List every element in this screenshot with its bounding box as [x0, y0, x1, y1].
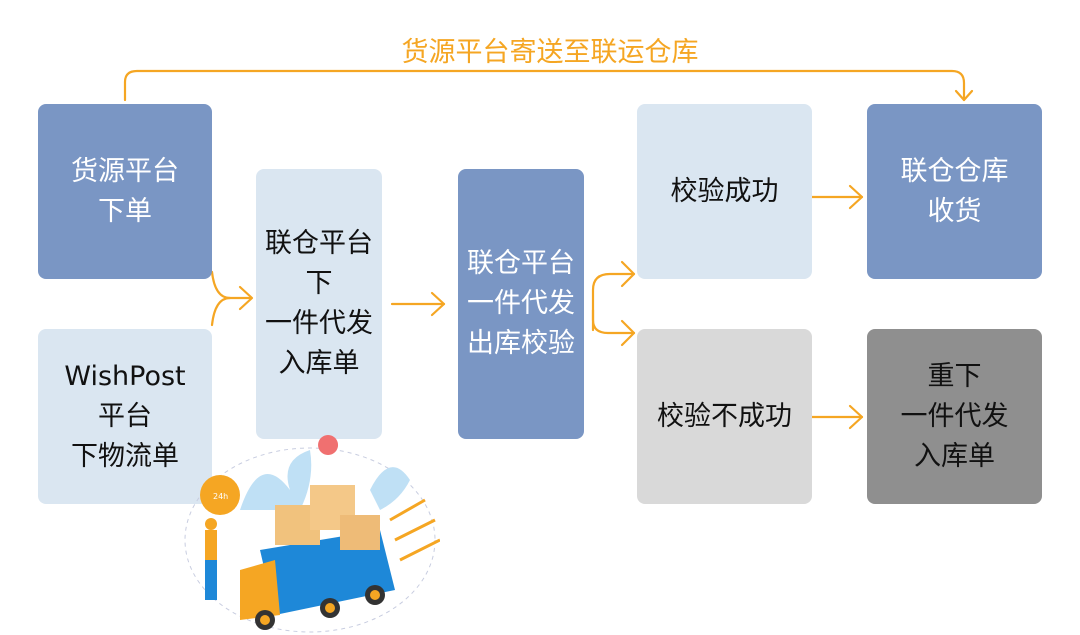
- node-inbound-order: 联仓平台 下 一件代发 入库单: [256, 169, 382, 439]
- node-reorder: 重下 一件代发 入库单: [867, 329, 1042, 504]
- delivery-truck-illustration-icon: 24h: [184, 435, 440, 633]
- node-label: 联仓平台 一件代发 出库校验: [467, 248, 575, 359]
- node-warehouse-receive: 联仓仓库 收货: [867, 104, 1042, 279]
- node-wishpost-order: WishPost 平台 下物流单: [38, 329, 212, 504]
- node-label: 联仓仓库 收货: [900, 155, 1009, 227]
- node-label: 货源平台 下单: [71, 155, 179, 227]
- node-label: 校验不成功: [657, 400, 792, 432]
- node-label: 重下 一件代发 入库单: [900, 360, 1009, 472]
- top-flow-label: 货源平台寄送至联运仓库: [401, 37, 699, 68]
- node-check-fail: 校验不成功: [637, 329, 812, 504]
- svg-text:24h: 24h: [213, 492, 228, 501]
- node-label: WishPost 平台 下物流单: [64, 360, 186, 472]
- node-source-order: 货源平台 下单: [38, 104, 212, 279]
- top-arrow-line: [123, 69, 966, 102]
- top-arrowhead: [954, 89, 974, 102]
- node-outbound-check: 联仓平台 一件代发 出库校验: [458, 169, 584, 439]
- node-label: 校验成功: [670, 175, 779, 207]
- node-check-success: 校验成功: [637, 104, 812, 279]
- node-label: 联仓平台 下 一件代发 入库单: [265, 228, 373, 379]
